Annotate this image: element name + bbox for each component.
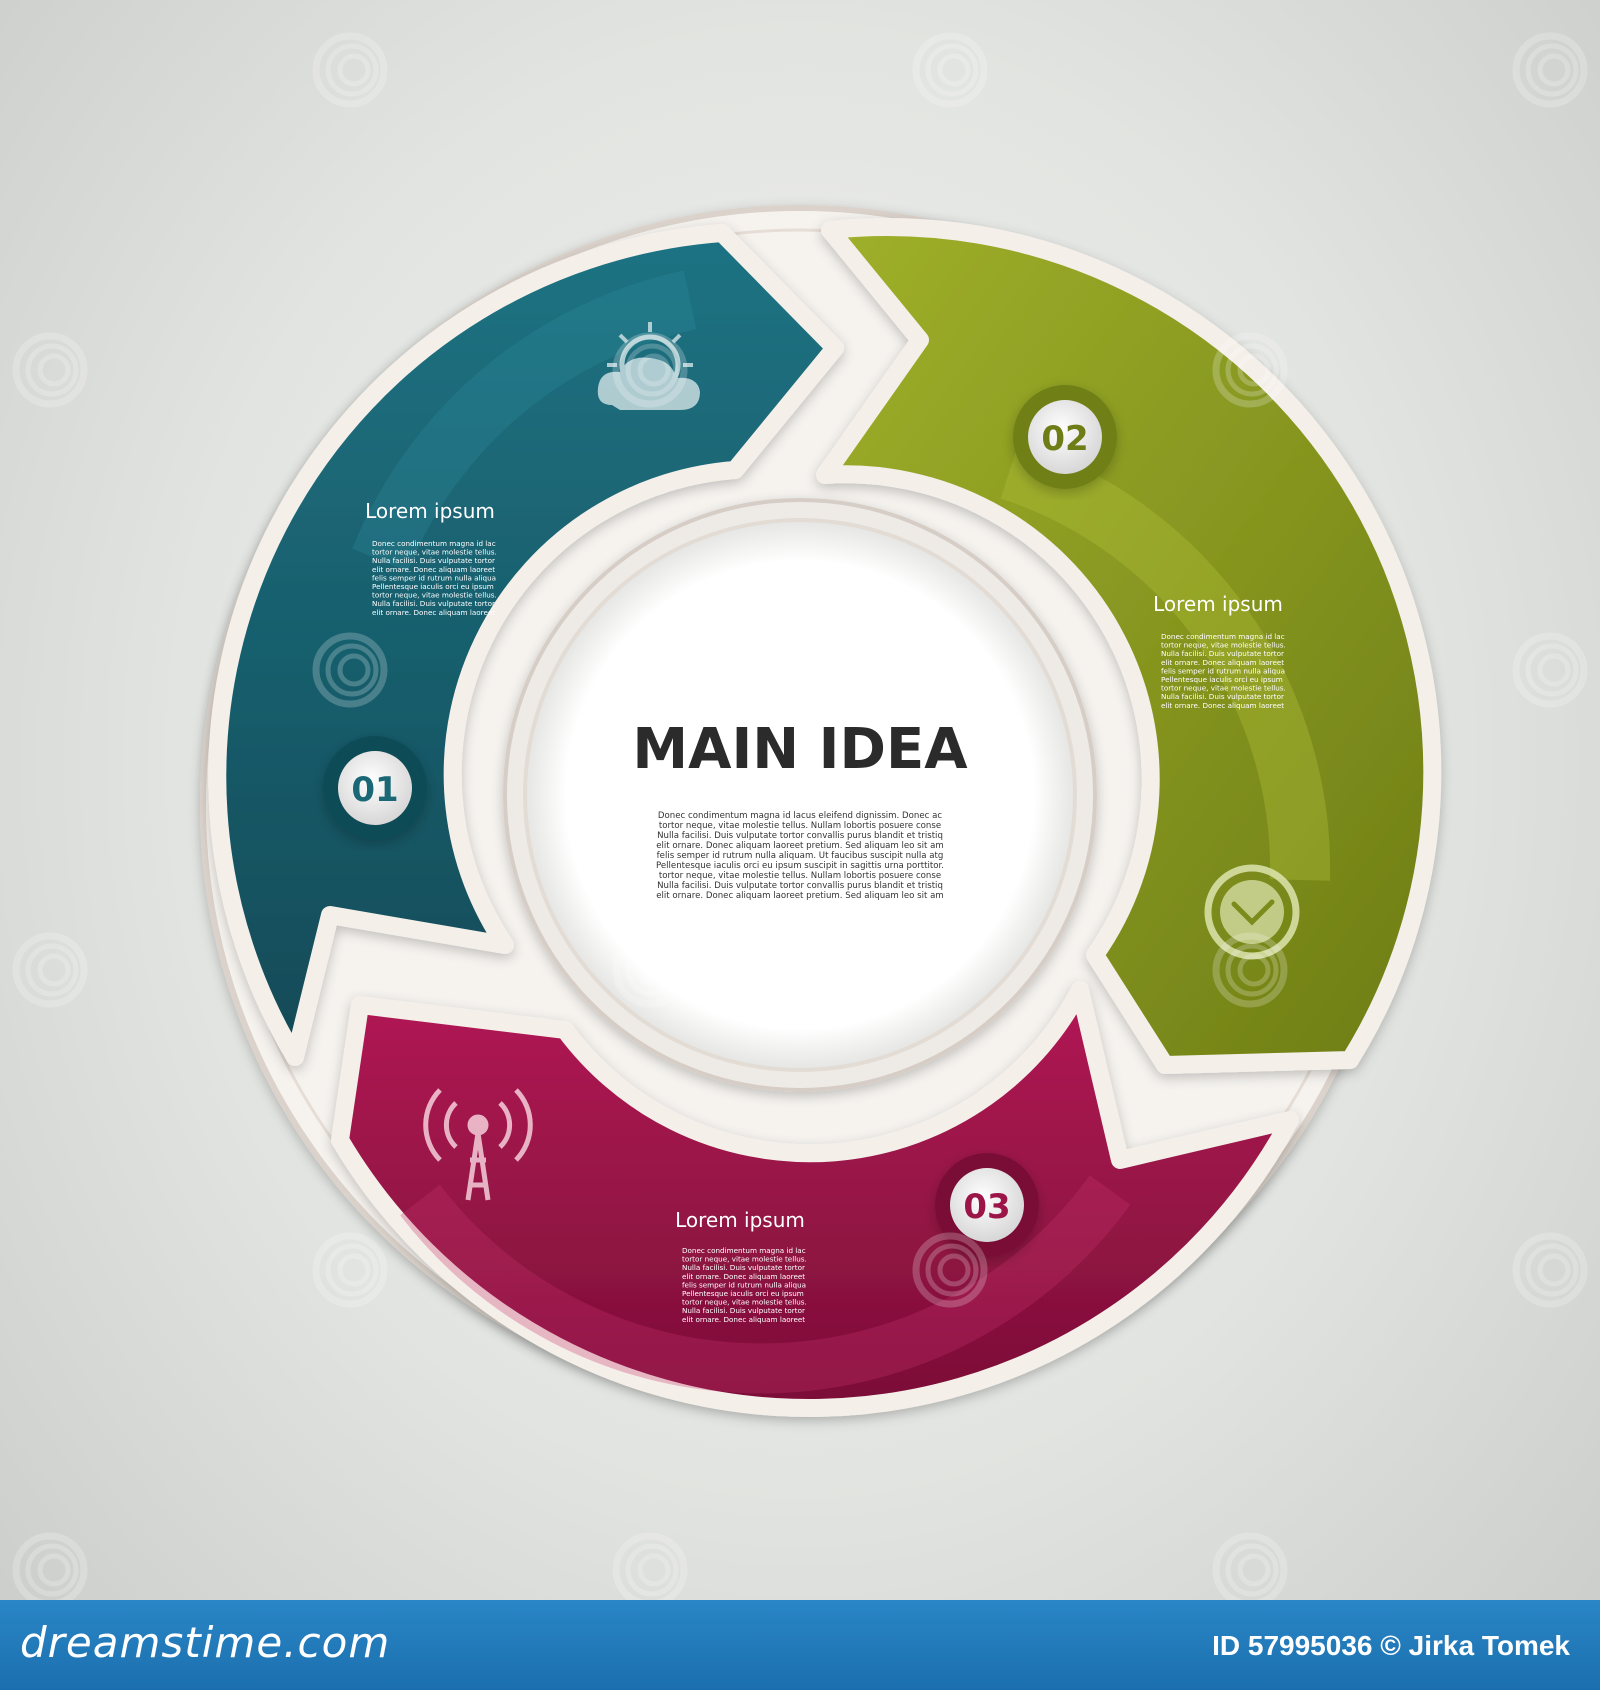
- segment-03-body-line: elit ornare. Donec aliquam laoreet: [682, 1272, 805, 1281]
- main-idea-body-line: felis semper id rutrum nulla aliquam. Ut…: [657, 851, 944, 861]
- spiral-logo-icon: [612, 332, 688, 408]
- badge-01-number: 01: [351, 770, 398, 810]
- segment-01-body-line: Nulla facilisi. Duis vulputate tortor: [372, 599, 495, 608]
- spiral-logo-icon: [312, 32, 388, 108]
- segment-03-heading: Lorem ipsum: [675, 1208, 805, 1232]
- segment-01-body-line: tortor neque, vitae molestie tellus.: [372, 591, 497, 600]
- main-idea-body-line: Donec condimentum magna id lacus eleifen…: [658, 811, 942, 821]
- segment-01-body-line: elit ornare. Donec aliquam laoreet: [372, 608, 495, 617]
- segment-03-body-line: Donec condimentum magna id lac: [682, 1246, 806, 1255]
- spiral-logo-icon: [12, 932, 88, 1008]
- cloud-sun-icon: [597, 322, 700, 410]
- badge-03: 03: [935, 1153, 1039, 1257]
- segment-02-body-line: felis semper id rutrum nulla aliqua: [1161, 666, 1285, 675]
- footer-bar: dreamstime.com ID 57995036 © Jirka Tomek: [0, 1600, 1600, 1690]
- spiral-logo-icon: [912, 1232, 988, 1308]
- segment-02-body-line: Nulla facilisi. Duis vulputate tortor: [1161, 649, 1284, 658]
- main-idea-body-line: tortor neque, vitae molestie tellus. Nul…: [659, 871, 941, 881]
- segment-03-body-line: elit ornare. Donec aliquam laoreet: [682, 1315, 805, 1324]
- badge-03-number: 03: [963, 1187, 1010, 1227]
- segment-01-body-line: tortor neque, vitae molestie tellus.: [372, 548, 497, 557]
- segment-03-body-line: Nulla facilisi. Duis vulputate tortor: [682, 1263, 805, 1272]
- segment-01-body-line: Nulla facilisi. Duis vulputate tortor: [372, 556, 495, 565]
- watermark-layer: [12, 32, 1588, 1600]
- spiral-logo-icon: [912, 632, 988, 708]
- clock-icon: [1204, 864, 1300, 960]
- segment-02-body-line: tortor neque, vitae molestie tellus.: [1161, 684, 1286, 693]
- spiral-logo-icon: [1212, 1532, 1288, 1600]
- segment-02-body-line: Donec condimentum magna id lac: [1161, 632, 1285, 641]
- main-idea-body-line: elit ornare. Donec aliquam laoreet preti…: [656, 841, 944, 851]
- segment-02-body-line: elit ornare. Donec aliquam laoreet: [1161, 701, 1284, 710]
- spiral-logo-icon: [1512, 632, 1588, 708]
- spiral-logo-icon: [912, 32, 988, 108]
- segment-01-arrow: [208, 224, 844, 1066]
- spiral-logo-icon: [1512, 1232, 1588, 1308]
- segment-02-body-line: elit ornare. Donec aliquam laoreet: [1161, 658, 1284, 667]
- segment-03-body-line: Pellentesque iaculis orci eu ipsum: [682, 1289, 804, 1298]
- segment-02-body-line: tortor neque, vitae molestie tellus.: [1161, 641, 1286, 650]
- badge-02-number: 02: [1041, 419, 1088, 459]
- spiral-logo-icon: [12, 1532, 88, 1600]
- cycle-diagram: MAIN IDEA Donec condimentum magna id lac…: [12, 32, 1588, 1600]
- main-idea-title: MAIN IDEA: [632, 717, 968, 782]
- segment-03-body-line: Nulla facilisi. Duis vulputate tortor: [682, 1306, 805, 1315]
- segment-03: [331, 981, 1299, 1417]
- main-idea-body: Donec condimentum magna id lacus eleifen…: [656, 811, 944, 901]
- antenna-tower-icon: [423, 1088, 533, 1201]
- main-idea-body-line: elit ornare. Donec aliquam laoreet preti…: [656, 891, 944, 901]
- segment-03-body-line: tortor neque, vitae molestie tellus.: [682, 1255, 807, 1264]
- spiral-logo-icon: [1512, 32, 1588, 108]
- segment-02-arrow: [816, 217, 1442, 1074]
- spiral-logo-icon: [612, 932, 688, 1008]
- center-circle: [523, 518, 1077, 1072]
- segment-01-body-line: felis semper id rutrum nulla aliqua: [372, 573, 496, 582]
- main-idea-body-line: Nulla facilisi. Duis vulputate tortor co…: [657, 831, 943, 841]
- segment-01-body-line: elit ornare. Donec aliquam laoreet: [372, 565, 495, 574]
- segment-01-heading: Lorem ipsum: [365, 499, 495, 523]
- main-idea-body-line: tortor neque, vitae molestie tellus. Nul…: [659, 821, 941, 831]
- segment-03-body-line: felis semper id rutrum nulla aliqua: [682, 1280, 806, 1289]
- badge-01: 01: [323, 736, 427, 840]
- segment-03-body-line: tortor neque, vitae molestie tellus.: [682, 1298, 807, 1307]
- segment-02-body-line: Pellentesque iaculis orci eu ipsum: [1161, 675, 1283, 684]
- spiral-logo-icon: [312, 1232, 388, 1308]
- segment-02-body-line: Nulla facilisi. Duis vulputate tortor: [1161, 692, 1284, 701]
- spiral-logo-icon: [1212, 932, 1288, 1008]
- spiral-logo-icon: [1212, 332, 1288, 408]
- segment-01: [208, 224, 844, 1066]
- segment-03-arrow: [331, 981, 1299, 1417]
- main-idea-body-line: Pellentesque iaculis orci eu ipsum susci…: [656, 861, 944, 871]
- spiral-logo-icon: [12, 332, 88, 408]
- segment-02: [816, 217, 1442, 1074]
- segment-01-body-line: Donec condimentum magna id lac: [372, 539, 496, 548]
- footer-credit: ID 57995036 © Jirka Tomek: [1212, 1630, 1570, 1661]
- footer-brand[interactable]: dreamstime.com: [20, 1618, 391, 1667]
- spiral-logo-icon: [612, 1532, 688, 1600]
- badge-02: 02: [1013, 385, 1117, 489]
- spiral-logo-icon: [312, 632, 388, 708]
- main-idea-body-line: Nulla facilisi. Duis vulputate tortor co…: [657, 881, 943, 891]
- segment-01-body-line: Pellentesque iaculis orci eu ipsum: [372, 582, 494, 591]
- segment-02-heading: Lorem ipsum: [1153, 592, 1283, 616]
